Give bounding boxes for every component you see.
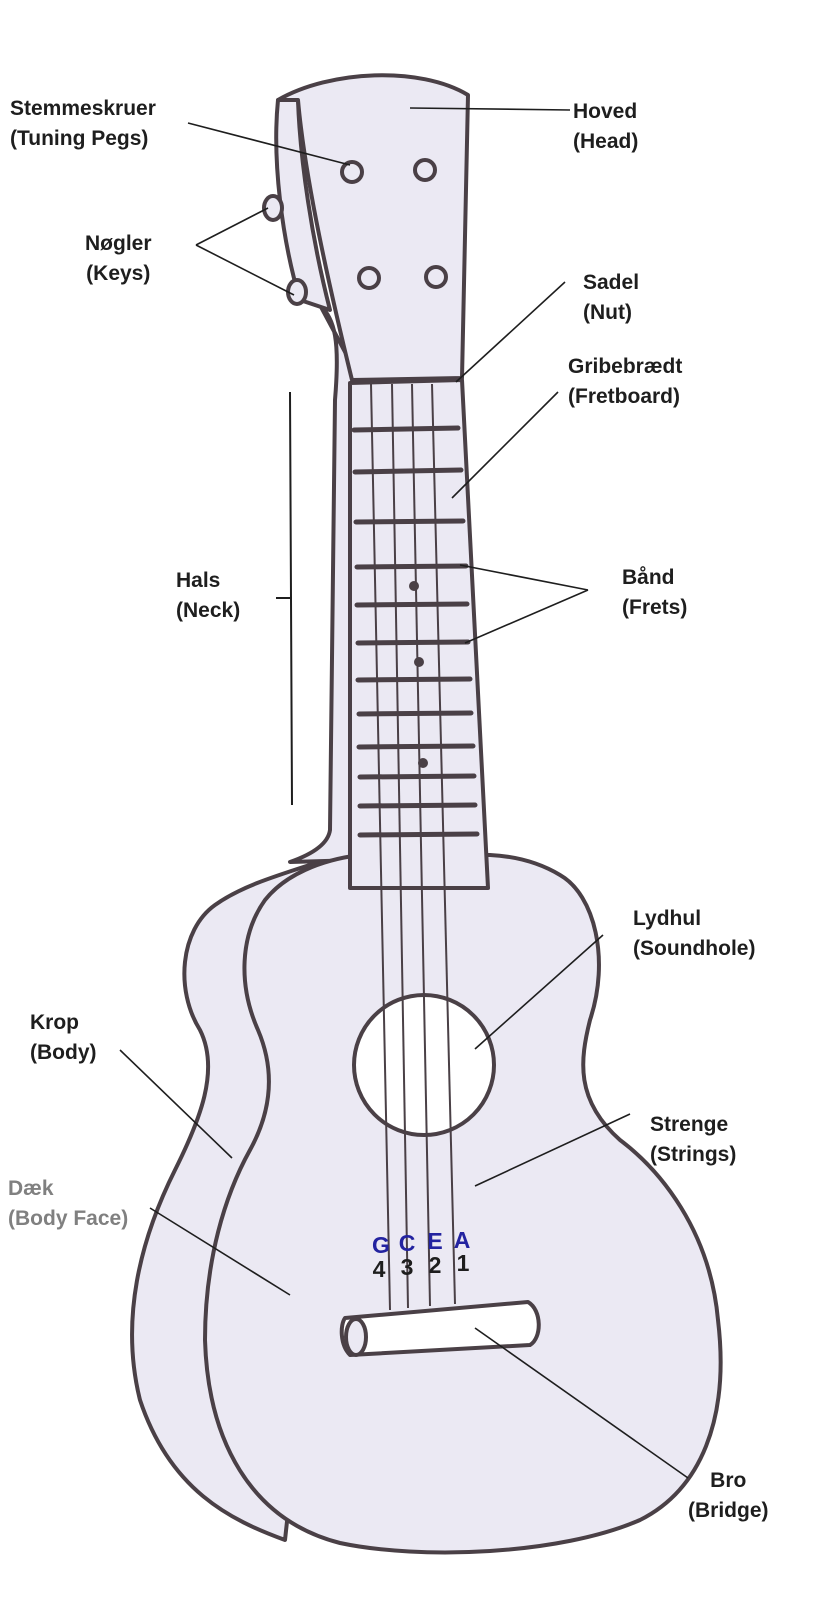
label-bridge-en: (Bridge) (688, 1499, 769, 1522)
label-fretboard-da: Gribebrædt (568, 355, 683, 378)
body-face-outline (203, 853, 723, 1555)
string-number-4: 4 (373, 1256, 386, 1282)
leader-soundhole (474, 934, 604, 1050)
fret (355, 639, 471, 646)
string-1 (431, 383, 456, 1305)
tuning-peg-1 (340, 160, 364, 184)
strings (370, 383, 456, 1311)
fret (353, 518, 466, 525)
headstock-outline (276, 73, 470, 382)
label-keys-en: (Keys) (86, 262, 151, 285)
leader-strings (474, 1113, 631, 1187)
label-soundhole-en: (Soundhole) (633, 937, 756, 960)
leader-tuning-pegs (187, 122, 351, 166)
fret-marker (418, 758, 428, 768)
string-number-2: 2 (429, 1252, 442, 1278)
label-neck-en: (Neck) (176, 599, 241, 622)
fret-marker (409, 581, 419, 591)
label-tuning-pegs-da: Stemmeskruer (10, 97, 156, 120)
fret (352, 467, 464, 475)
fret (351, 425, 461, 433)
label-frets-en: (Frets) (622, 596, 688, 619)
bridge (339, 1300, 541, 1357)
leader-keys-2 (195, 244, 295, 296)
key-2 (286, 278, 308, 306)
label-head-da: Hoved (573, 100, 638, 123)
leader-bridge (474, 1327, 689, 1479)
leader-nut (455, 281, 566, 383)
label-strings-da: Strenge (650, 1113, 729, 1136)
string-4 (370, 383, 391, 1311)
leader-keys-1 (195, 207, 269, 246)
label-neck-da: Hals (176, 569, 221, 592)
tuning-peg-4 (424, 265, 448, 289)
label-soundhole: Lydhul (Soundhole) (633, 904, 755, 964)
label-tuning-pegs: Stemmeskruer (Tuning Pegs) (10, 94, 156, 154)
string-number-3: 3 (401, 1254, 414, 1280)
fret (356, 743, 476, 750)
neck-back-outline (288, 303, 362, 864)
fret (354, 601, 470, 608)
fret (356, 710, 474, 717)
label-head: Hoved (Head) (573, 97, 638, 157)
label-fretboard: Gribebrædt (Fretboard) (568, 352, 682, 412)
tuning-peg-3 (357, 266, 381, 290)
label-frets-da: Bånd (622, 566, 675, 589)
leader-frets-1 (459, 564, 589, 591)
label-head-en: (Head) (573, 130, 639, 153)
label-tuning-pegs-en: (Tuning Pegs) (10, 127, 149, 150)
label-nut-en: (Nut) (583, 301, 632, 324)
bridge-saddle (344, 1317, 368, 1357)
string-2 (411, 383, 431, 1307)
fret (357, 802, 478, 809)
label-body-face-en: (Body Face) (8, 1207, 129, 1230)
fret (355, 676, 473, 683)
label-bridge-da: Bro (710, 1469, 747, 1492)
fret-marker (414, 657, 424, 667)
string-note-g: G (372, 1232, 390, 1258)
fret (357, 831, 480, 838)
leader-lines (119, 107, 689, 1479)
fretboard-outline (348, 378, 490, 890)
key-1 (262, 194, 284, 222)
leader-fretboard (451, 391, 559, 499)
label-neck: Hals (Neck) (176, 566, 240, 626)
tuning-peg-2 (413, 158, 437, 182)
label-body-face: Dæk (Body Face) (8, 1174, 128, 1234)
string-note-c: C (399, 1230, 416, 1256)
label-frets: Bånd (Frets) (622, 563, 687, 623)
fret (354, 563, 469, 570)
label-strings: Strenge (Strings) (650, 1110, 736, 1170)
label-body-face-da: Dæk (8, 1177, 54, 1200)
leader-body-face (149, 1207, 291, 1296)
string-note-a: A (454, 1227, 471, 1253)
string-3 (391, 383, 409, 1309)
leader-body (119, 1049, 233, 1159)
label-strings-en: (Strings) (650, 1143, 737, 1166)
label-body-da: Krop (30, 1011, 79, 1034)
label-keys-da: Nøgler (85, 232, 152, 255)
label-nut-da: Sadel (583, 271, 640, 294)
neck-bracket (276, 391, 293, 806)
leader-head (409, 107, 571, 111)
label-bridge: Bro (Bridge) (688, 1466, 769, 1526)
label-nut: Sadel (Nut) (583, 268, 639, 328)
string-note-e: E (427, 1228, 442, 1254)
leader-frets-2 (464, 589, 589, 644)
label-soundhole-da: Lydhul (633, 907, 702, 930)
label-body: Krop (Body) (30, 1008, 97, 1068)
string-number-1: 1 (457, 1250, 470, 1276)
label-keys: Nøgler (Keys) (85, 229, 152, 289)
label-fretboard-en: (Fretboard) (568, 385, 680, 408)
fret (357, 773, 477, 780)
label-body-en: (Body) (30, 1041, 97, 1064)
